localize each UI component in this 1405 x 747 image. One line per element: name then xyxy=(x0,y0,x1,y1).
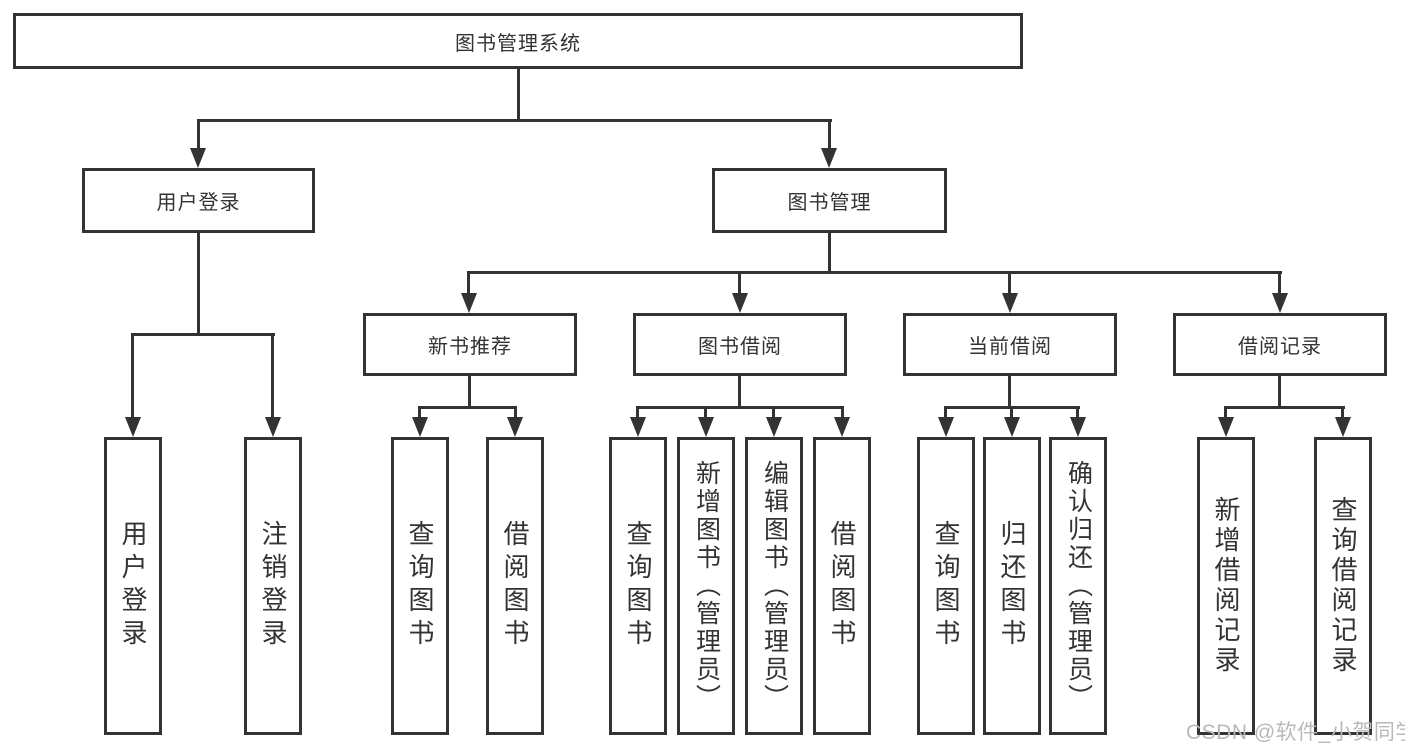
leaf-query-borrow-record: 查询借阅记录 xyxy=(1314,437,1372,735)
leaf-query-books-current: 查询图书 xyxy=(917,437,975,735)
connector-arrowhead xyxy=(1272,293,1288,313)
connector-arrowhead xyxy=(507,417,523,437)
connector-arrowhead xyxy=(698,417,714,437)
connector-arrowhead xyxy=(1004,417,1020,437)
connector-line xyxy=(828,119,831,150)
connector-line xyxy=(467,271,470,295)
node-user-login: 用户登录 xyxy=(82,168,315,233)
node-library-system: 图书管理系统 xyxy=(13,13,1023,69)
connector-arrowhead xyxy=(1070,417,1086,437)
connector-line xyxy=(1008,376,1011,409)
connector-line xyxy=(636,406,639,420)
watermark: CSDN @软件_小贺同学 xyxy=(1186,721,1405,744)
connector-line xyxy=(197,119,200,150)
connector-line xyxy=(1278,271,1281,295)
connector-arrowhead xyxy=(834,417,850,437)
connector-line xyxy=(1008,271,1011,295)
connector-line xyxy=(1010,406,1013,420)
connector-arrowhead xyxy=(1218,417,1234,437)
connector-arrowhead xyxy=(766,417,782,437)
connector-line xyxy=(772,406,775,420)
connector-arrowhead xyxy=(190,148,206,168)
connector-arrowhead xyxy=(265,417,281,437)
connector-arrowhead xyxy=(732,293,748,313)
connector-line xyxy=(738,376,741,409)
connector-arrowhead xyxy=(1335,417,1351,437)
connector-line xyxy=(271,333,274,419)
connector-line xyxy=(1076,406,1079,420)
node-current-borrowing: 当前借阅 xyxy=(903,313,1117,376)
connector-arrowhead xyxy=(630,417,646,437)
connector-line xyxy=(468,376,471,409)
node-borrowing-records: 借阅记录 xyxy=(1173,313,1387,376)
leaf-add-borrow-record: 新增借阅记录 xyxy=(1197,437,1255,735)
leaf-query-books-borrowing: 查询图书 xyxy=(609,437,667,735)
connector-arrowhead xyxy=(412,417,428,437)
connector-line xyxy=(738,271,741,295)
connector-line xyxy=(704,406,707,420)
leaf-return-books: 归还图书 xyxy=(983,437,1041,735)
leaf-borrow-books-borrowing: 借阅图书 xyxy=(813,437,871,735)
connector-line xyxy=(131,333,275,336)
connector-line xyxy=(841,406,844,420)
connector-line xyxy=(418,406,517,409)
leaf-borrow-books-recommend: 借阅图书 xyxy=(486,437,544,735)
connector-line xyxy=(636,406,844,409)
connector-line xyxy=(1278,376,1281,409)
node-book-borrowing: 图书借阅 xyxy=(633,313,847,376)
connector-arrowhead xyxy=(821,148,837,168)
node-new-book-recommendation: 新书推荐 xyxy=(363,313,577,376)
connector-line xyxy=(131,333,134,419)
leaf-confirm-return-admin: 确认归还（管理员） xyxy=(1049,437,1107,735)
connector-line xyxy=(944,406,947,420)
leaf-logout: 注销登录 xyxy=(244,437,302,735)
connector-line xyxy=(418,406,421,420)
leaf-edit-book-admin: 编辑图书（管理员） xyxy=(745,437,803,735)
node-book-management: 图书管理 xyxy=(712,168,947,233)
connector-line xyxy=(828,233,831,274)
leaf-add-book-admin: 新增图书（管理员） xyxy=(677,437,735,735)
connector-arrowhead xyxy=(938,417,954,437)
connector-arrowhead xyxy=(125,417,141,437)
connector-line xyxy=(1224,406,1345,409)
connector-arrowhead xyxy=(461,293,477,313)
connector-line xyxy=(197,233,200,335)
connector-line xyxy=(197,119,832,122)
connector-line xyxy=(1341,406,1344,420)
leaf-query-books-recommend: 查询图书 xyxy=(391,437,449,735)
connector-line xyxy=(514,406,517,420)
connector-line xyxy=(1224,406,1227,420)
connector-arrowhead xyxy=(1002,293,1018,313)
connector-line xyxy=(467,271,1282,274)
connector-line xyxy=(517,69,520,122)
leaf-user-login: 用户登录 xyxy=(104,437,162,735)
